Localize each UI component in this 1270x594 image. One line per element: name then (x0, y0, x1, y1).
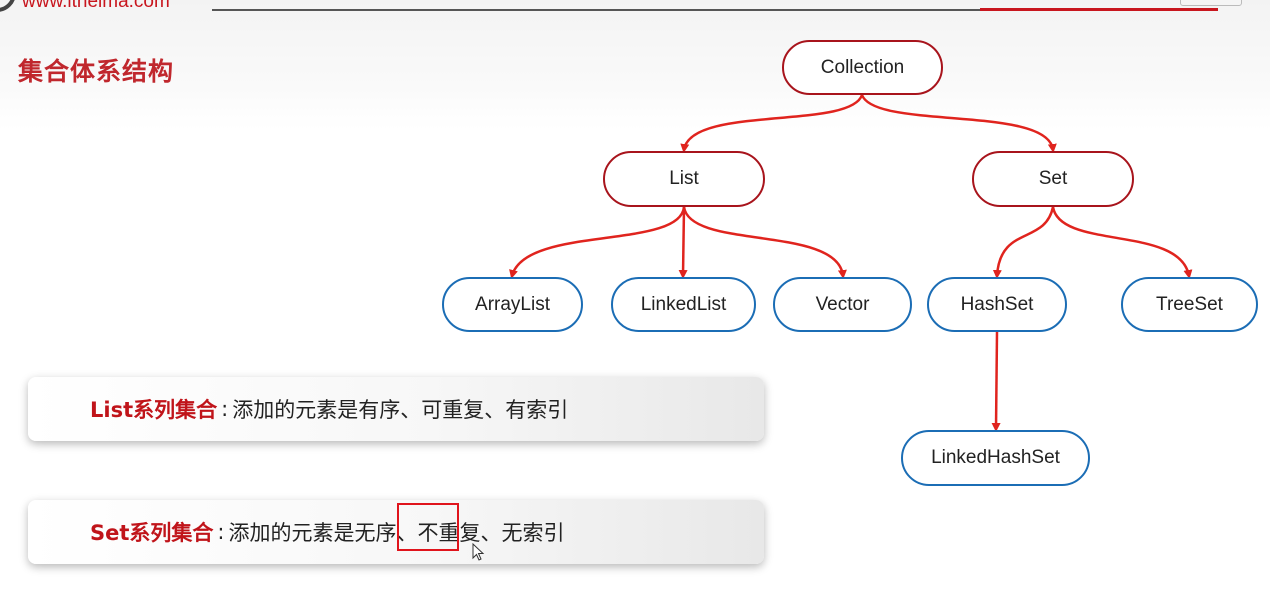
corner-tab (1180, 0, 1242, 6)
node-list: List (603, 151, 765, 207)
highlight-box (397, 503, 459, 551)
list-note-colon: : (221, 397, 229, 421)
edge-list-arraylist (509, 206, 686, 279)
edge-collection-list (680, 94, 864, 153)
node-collection: Collection (782, 40, 943, 95)
mouse-cursor-icon (472, 543, 485, 561)
set-note-text-before: 添加的元素是 (228, 521, 355, 545)
node-vector-label: Vector (815, 293, 870, 315)
node-list-label: List (669, 168, 699, 189)
node-vector: Vector (773, 277, 912, 332)
list-note-lead: List系列集合 (90, 398, 218, 422)
set-note-lead: Set系列集合 (90, 521, 214, 545)
list-note-card: List系列集合 : 添加的元素是有序、可重复、有索引 (28, 377, 764, 441)
set-note-highlight: 无序 (354, 521, 397, 545)
node-linkedhashset-label: LinkedHashSet (931, 447, 1060, 468)
node-collection-label: Collection (820, 56, 905, 78)
node-treeset-label: TreeSet (1156, 293, 1223, 315)
node-hashset: HashSet (927, 277, 1067, 332)
header-band (0, 0, 1270, 130)
edge-collection-set (860, 94, 1057, 153)
set-note-colon: : (217, 520, 225, 544)
node-set: Set (972, 151, 1134, 207)
edge-list-vector (682, 206, 847, 279)
header-accent-bar (980, 8, 1218, 11)
list-note-text: 添加的元素是有序、可重复、有索引 (232, 398, 569, 422)
node-linkedlist: LinkedList (611, 277, 756, 332)
set-note-card: Set系列集合 : 添加的元素是 无序 、不重复、无索引 (28, 500, 764, 564)
header-divider (212, 9, 1218, 11)
node-linkedlist-label: LinkedList (640, 293, 727, 315)
edge-list-linkedlist (678, 206, 688, 279)
node-arraylist-label: ArrayList (475, 293, 550, 315)
page-title: 集合体系结构 (18, 57, 175, 86)
node-treeset: TreeSet (1121, 277, 1258, 332)
edge-set-treeset (1051, 206, 1193, 279)
node-linkedhashset: LinkedHashSet (901, 430, 1090, 486)
site-url[interactable]: www.itheima.com (22, 0, 170, 12)
set-note-text-after: 、不重复、无索引 (396, 521, 565, 545)
node-arraylist: ArrayList (442, 277, 583, 332)
edge-set-hashset (992, 206, 1055, 279)
node-hashset-label: HashSet (960, 293, 1034, 315)
node-set-label: Set (1038, 168, 1068, 189)
edge-hashset-linkedhashset (991, 331, 1001, 432)
